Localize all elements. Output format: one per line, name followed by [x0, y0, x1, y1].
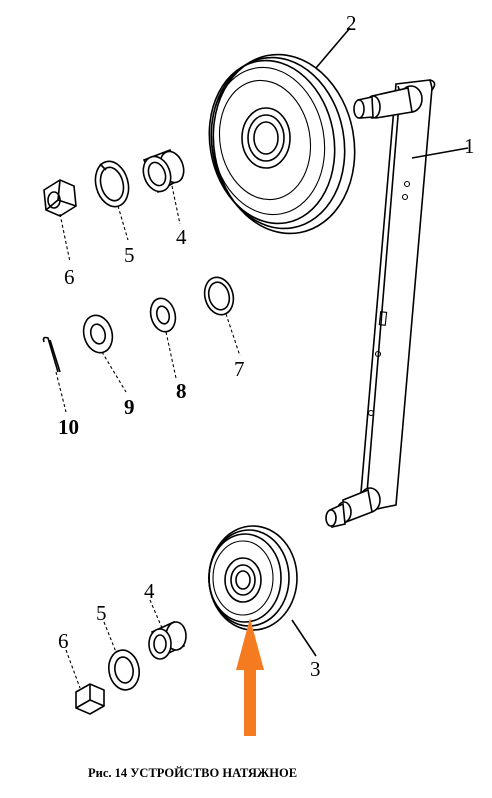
snap-ring [203, 276, 235, 316]
washer-8 [149, 297, 177, 333]
spring-washer-bottom [108, 649, 140, 691]
small-pulley [208, 525, 298, 631]
label-part-5-bottom: 5 [96, 601, 107, 625]
nut-bottom [75, 683, 105, 715]
spring-washer-top [94, 160, 130, 208]
cotter-pin [42, 336, 61, 373]
large-pulley [208, 53, 356, 235]
bearing-bottom [148, 620, 187, 660]
label-part-6-top: 6 [64, 265, 75, 289]
label-part-3: 3 [310, 657, 321, 681]
label-part-10: 10 [58, 415, 79, 439]
label-part-4-top: 4 [176, 225, 187, 249]
label-part-2: 2 [346, 11, 357, 35]
label-part-9: 9 [124, 395, 135, 419]
washer-9 [82, 314, 114, 354]
pointer-arrow [236, 618, 264, 736]
label-part-8: 8 [176, 379, 187, 403]
nut-top [43, 179, 77, 217]
label-part-6-bottom: 6 [58, 629, 69, 653]
label-part-4-bottom: 4 [144, 579, 155, 603]
arm-bracket [325, 79, 436, 528]
label-part-5-top: 5 [124, 243, 135, 267]
leader-lines [55, 27, 469, 689]
label-part-7: 7 [234, 357, 245, 381]
label-part-1: 1 [464, 134, 475, 158]
bearing-top [142, 148, 185, 194]
figure-caption: Рис. 14 УСТРОЙСТВО НАТЯЖНОЕ [88, 766, 298, 780]
